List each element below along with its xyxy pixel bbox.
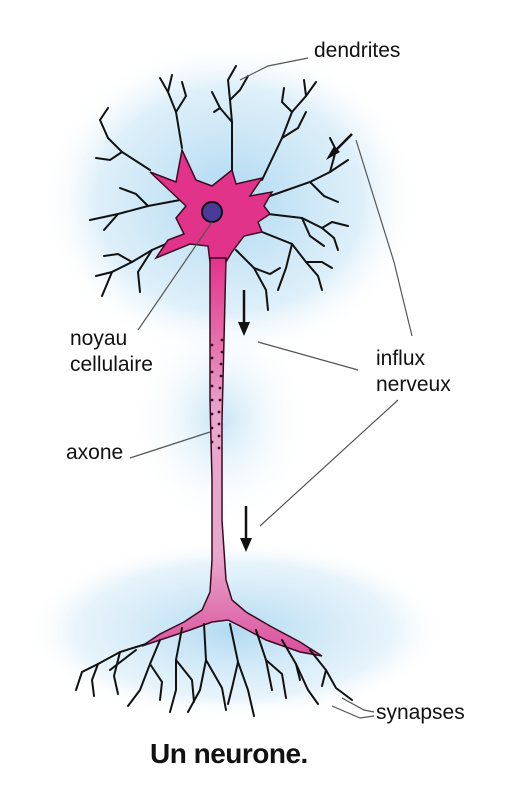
axon-terminals [75,623,353,717]
label-synapses: synapses [376,700,465,726]
impulse-arrows [238,133,353,552]
label-synapses-text: synapses [376,701,465,724]
label-axone-text: axone [66,441,124,464]
dendrites [89,65,349,311]
arrow-dendrite-icon [326,133,353,160]
leader-lines [129,57,413,719]
label-influx-line1: influx [376,347,426,370]
label-noyau-line2: cellulaire [70,353,153,377]
cell-nucleus [201,201,223,223]
label-influx-nerveux: influx nerveux [376,346,451,399]
axon [141,257,323,657]
arrow-axon-lower-icon [240,506,252,552]
glow-bottom [25,540,445,720]
label-influx-line2: nerveux [376,373,451,397]
label-noyau-cellulaire: noyau cellulaire [70,326,153,379]
figure-caption: Un neurone. [150,738,308,770]
label-axone: axone [66,440,123,466]
axon-impulse-dots [210,338,224,450]
figure-caption-text: Un neurone. [150,738,308,769]
label-noyau-line1: noyau [70,327,128,350]
label-dendrites-text: dendrites [314,39,401,62]
label-dendrites: dendrites [314,38,400,64]
arrow-axon-upper-icon [238,290,250,336]
